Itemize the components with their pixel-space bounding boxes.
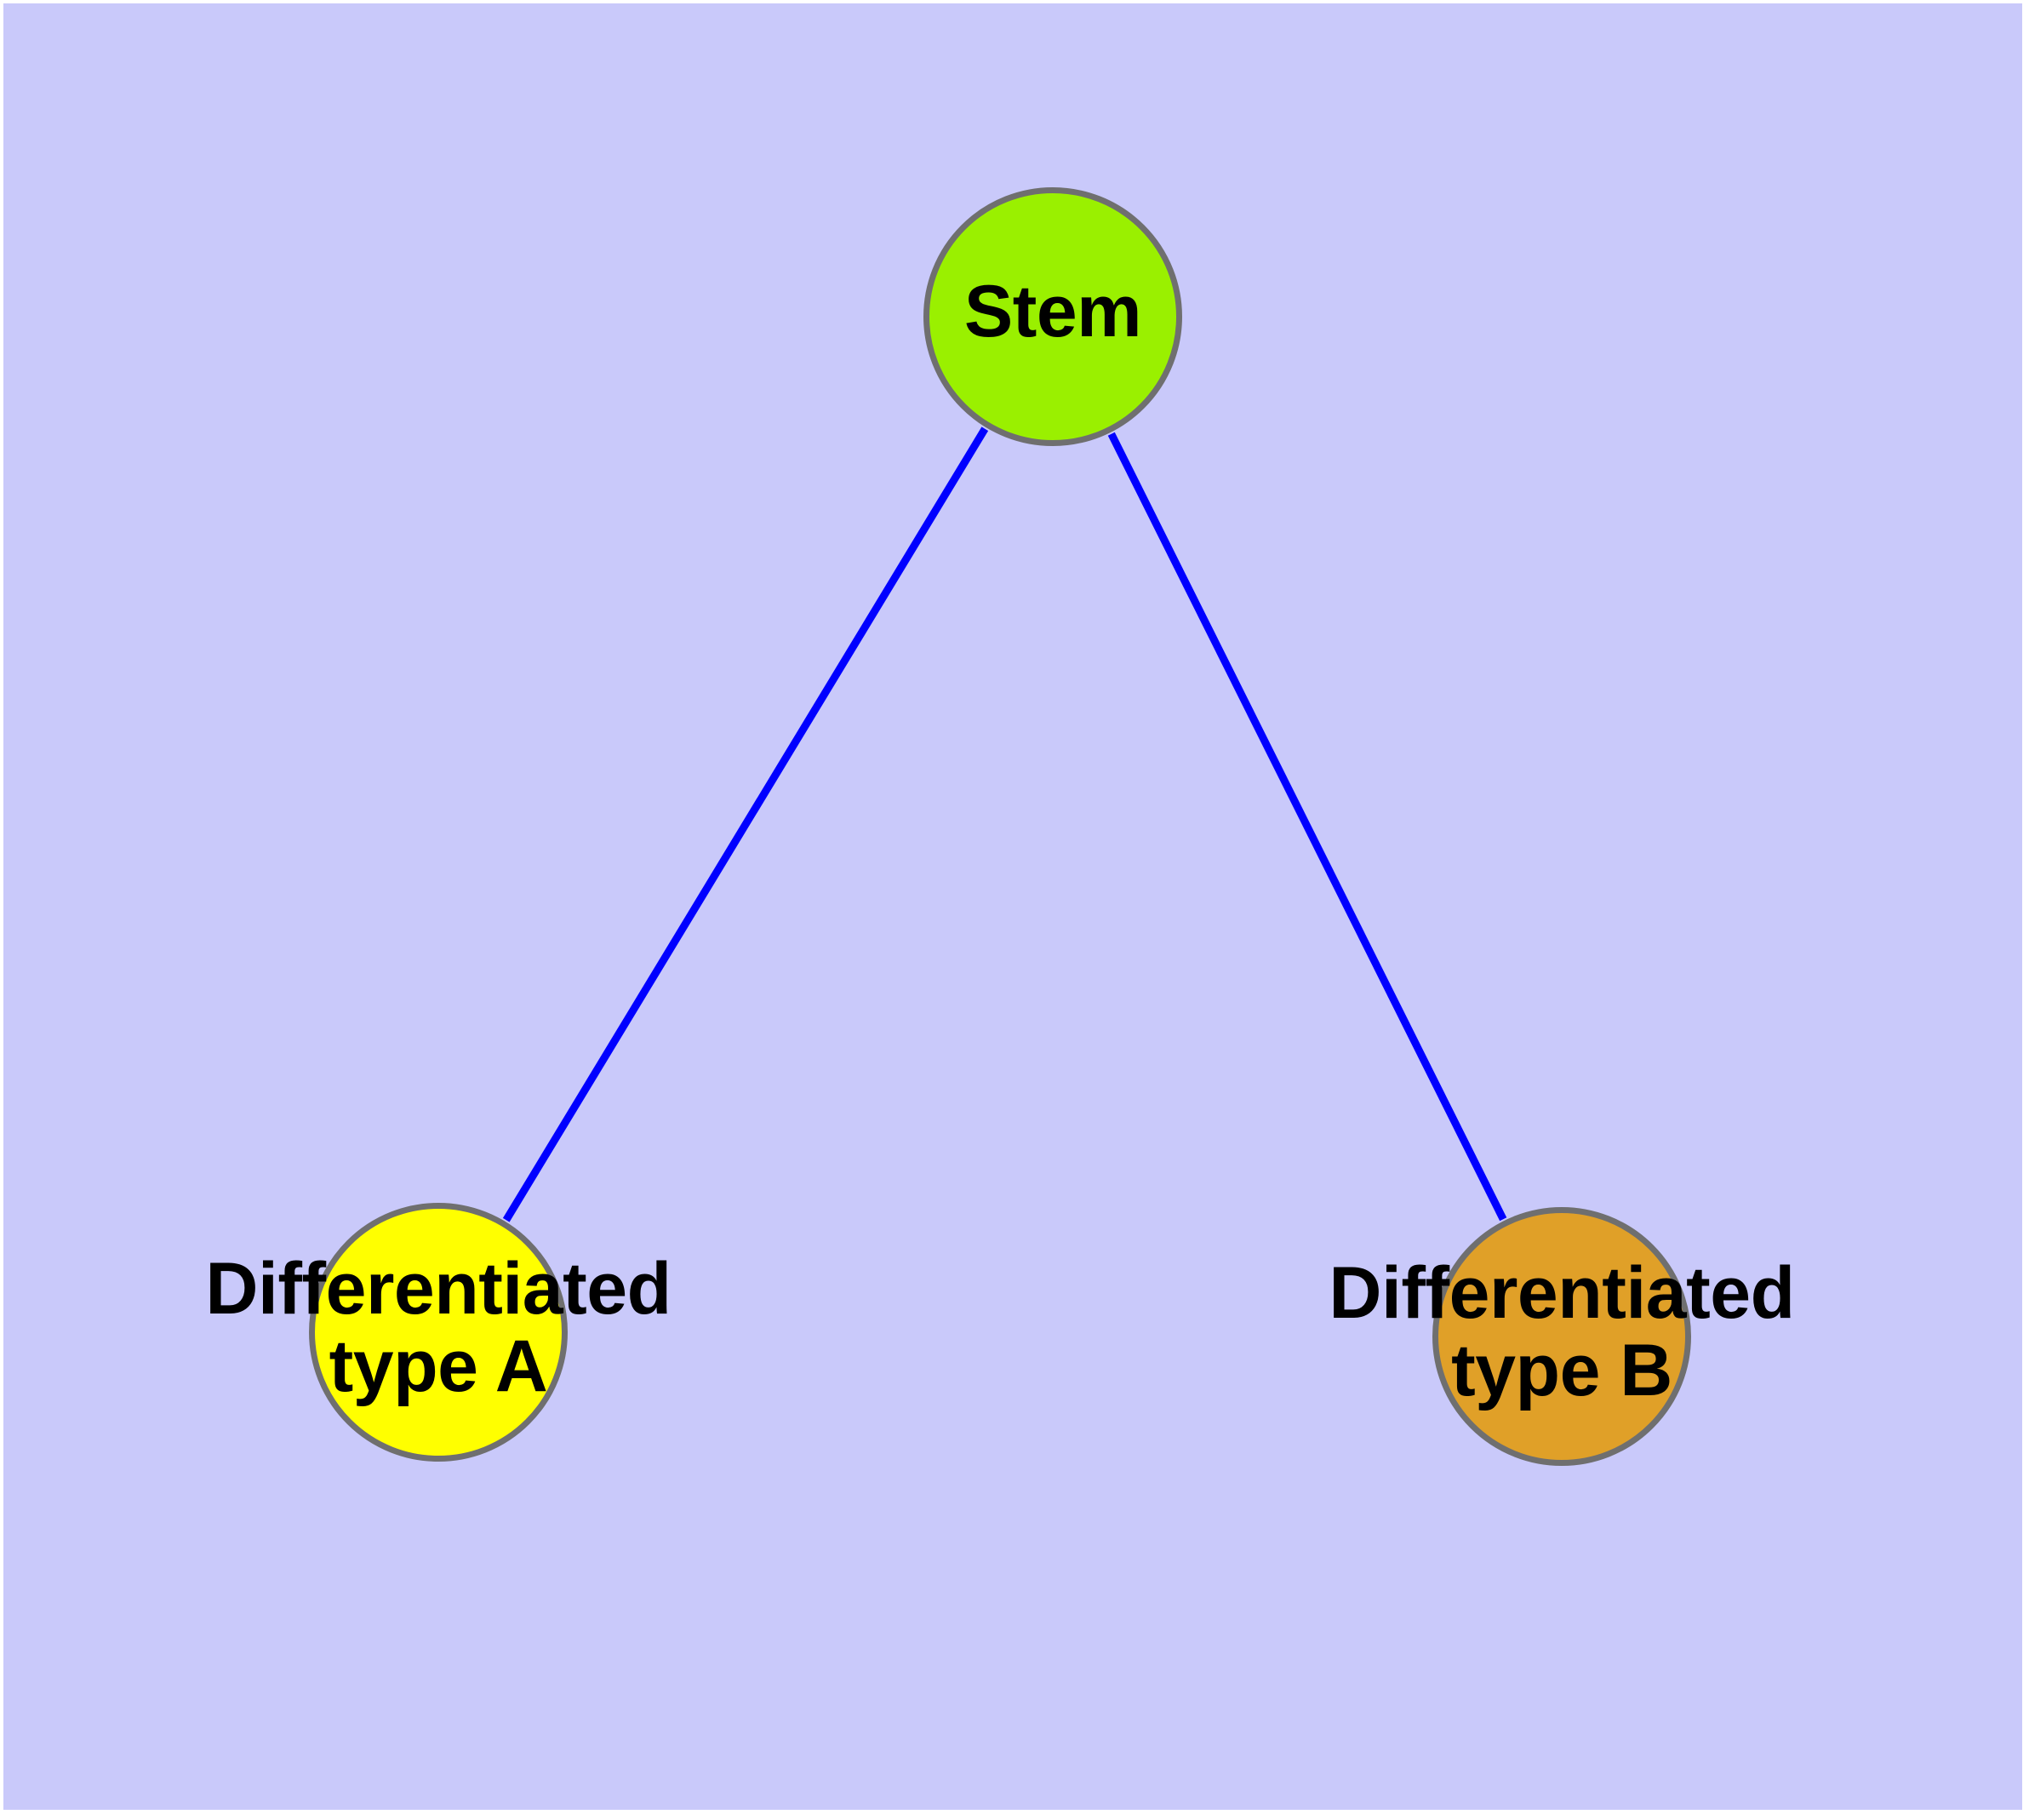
graph-node-diff_b[interactable] [1432,1207,1691,1466]
graph-node-diff_a[interactable] [309,1203,568,1462]
graph-node-stem[interactable] [923,187,1182,446]
